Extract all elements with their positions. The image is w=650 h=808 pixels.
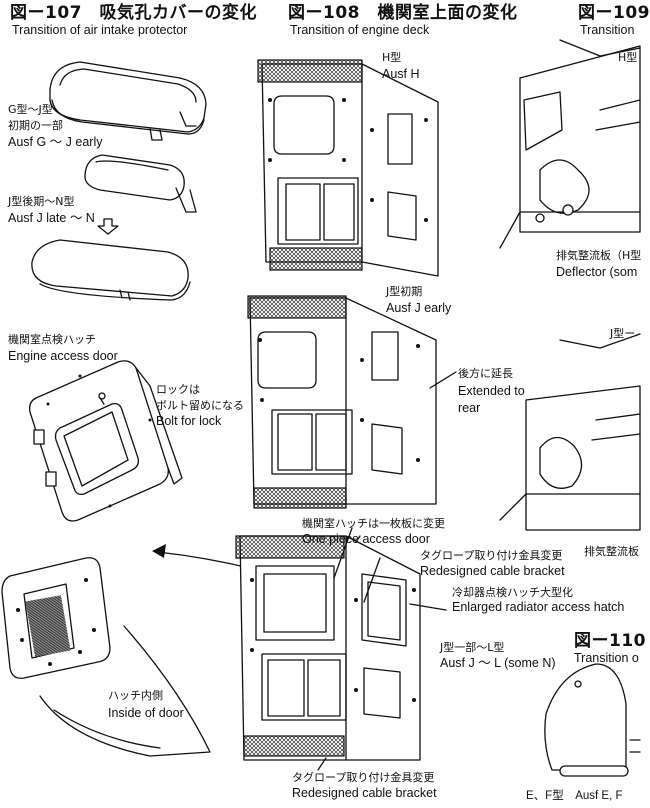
label-h109-jp: H型	[618, 51, 638, 64]
label-defl-jp: 排気整流板（H型	[556, 249, 642, 262]
intake-cover-j-late-small	[84, 154, 197, 213]
fig107-subtitle: Transition of air intake protector	[12, 23, 188, 37]
label-door-en: Engine access door	[8, 349, 118, 363]
label-defl-en: Deflector (som	[556, 265, 638, 279]
down-arrow-icon	[97, 218, 119, 235]
label-inside-jp: ハッチ内側	[108, 689, 163, 702]
label-jl-jp: J型一部～L型	[440, 641, 505, 654]
engine-deck-ausf-h	[257, 59, 439, 277]
label-g-j-jp2: 初期の一部	[8, 119, 63, 132]
label-lock-en: Bolt for lock	[156, 414, 222, 428]
label-g-j-jp1: G型～J型	[8, 103, 53, 116]
fig109-title: 図ー109	[578, 3, 650, 23]
label-cable2-en: Redesigned cable bracket	[292, 786, 437, 800]
label-onepiece-jp: 機関室ハッチは一枚板に変更	[302, 517, 445, 530]
engine-access-door	[28, 360, 183, 522]
label-j109-jp: J型ー	[610, 327, 636, 340]
label-cable1-en: Redesigned cable bracket	[420, 564, 565, 578]
label-ext-en1: Extended to	[458, 384, 525, 398]
label-ext-jp: 後方に延長	[458, 367, 513, 380]
label-rad-en: Enlarged radiator access hatch	[452, 600, 625, 614]
label-jl-en: Ausf J ～ L (some N)	[440, 656, 556, 670]
fig107-title: 図ー107 吸気孔カバーの変化	[10, 3, 257, 23]
label-cable2-jp: タグロープ取り付け金具変更	[292, 771, 435, 784]
label-onepiece-en: One piece access door	[302, 532, 430, 546]
exhaust-deflector-ausf-j	[499, 333, 641, 531]
inside-door	[1, 557, 211, 757]
label-jlate-jp: J型後期～N型	[8, 195, 75, 208]
label-lock-jp1: ロックは	[156, 383, 200, 396]
label-rad-jp: 冷却器点検ハッチ大型化	[452, 586, 573, 599]
fig110-title: 図ー110	[574, 631, 646, 651]
label-lock-jp2: ボルト留めになる	[156, 399, 244, 412]
label-jearly-en: Ausf J early	[386, 301, 452, 315]
intake-cover-g-j	[49, 61, 207, 141]
fig108-title: 図ー108 機関室上面の変化	[288, 3, 518, 23]
exhaust-deflector-ausf-h	[499, 39, 641, 249]
engine-deck-ausf-j-early	[247, 295, 457, 509]
label-ef: E、F型 Ausf E, F	[526, 790, 623, 802]
label-door-jp: 機関室点検ハッチ	[8, 333, 96, 346]
label-inside-en: Inside of door	[108, 706, 184, 720]
fig110-subtitle: Transition o	[574, 651, 639, 665]
hatch-ausf-e-f	[544, 663, 641, 777]
engine-deck-ausf-j-l	[235, 527, 447, 771]
fig108-subtitle: Transition of engine deck	[290, 23, 430, 37]
label-h-jp: H型	[382, 51, 402, 64]
fig109-subtitle: Transition	[580, 23, 635, 37]
label-h-en: Ausf H	[382, 67, 420, 81]
label-jlate-en: Ausf J late ～ N	[8, 211, 95, 225]
label-g-j-en: Ausf G ～ J early	[8, 135, 103, 149]
label-ext-en2: rear	[458, 401, 481, 415]
intake-cover-late	[31, 239, 191, 301]
label-cable1-jp: タグロープ取り付け金具変更	[420, 549, 563, 562]
label-defl2-jp: 排気整流板	[584, 545, 639, 558]
label-jearly-jp: J型初期	[386, 285, 423, 298]
